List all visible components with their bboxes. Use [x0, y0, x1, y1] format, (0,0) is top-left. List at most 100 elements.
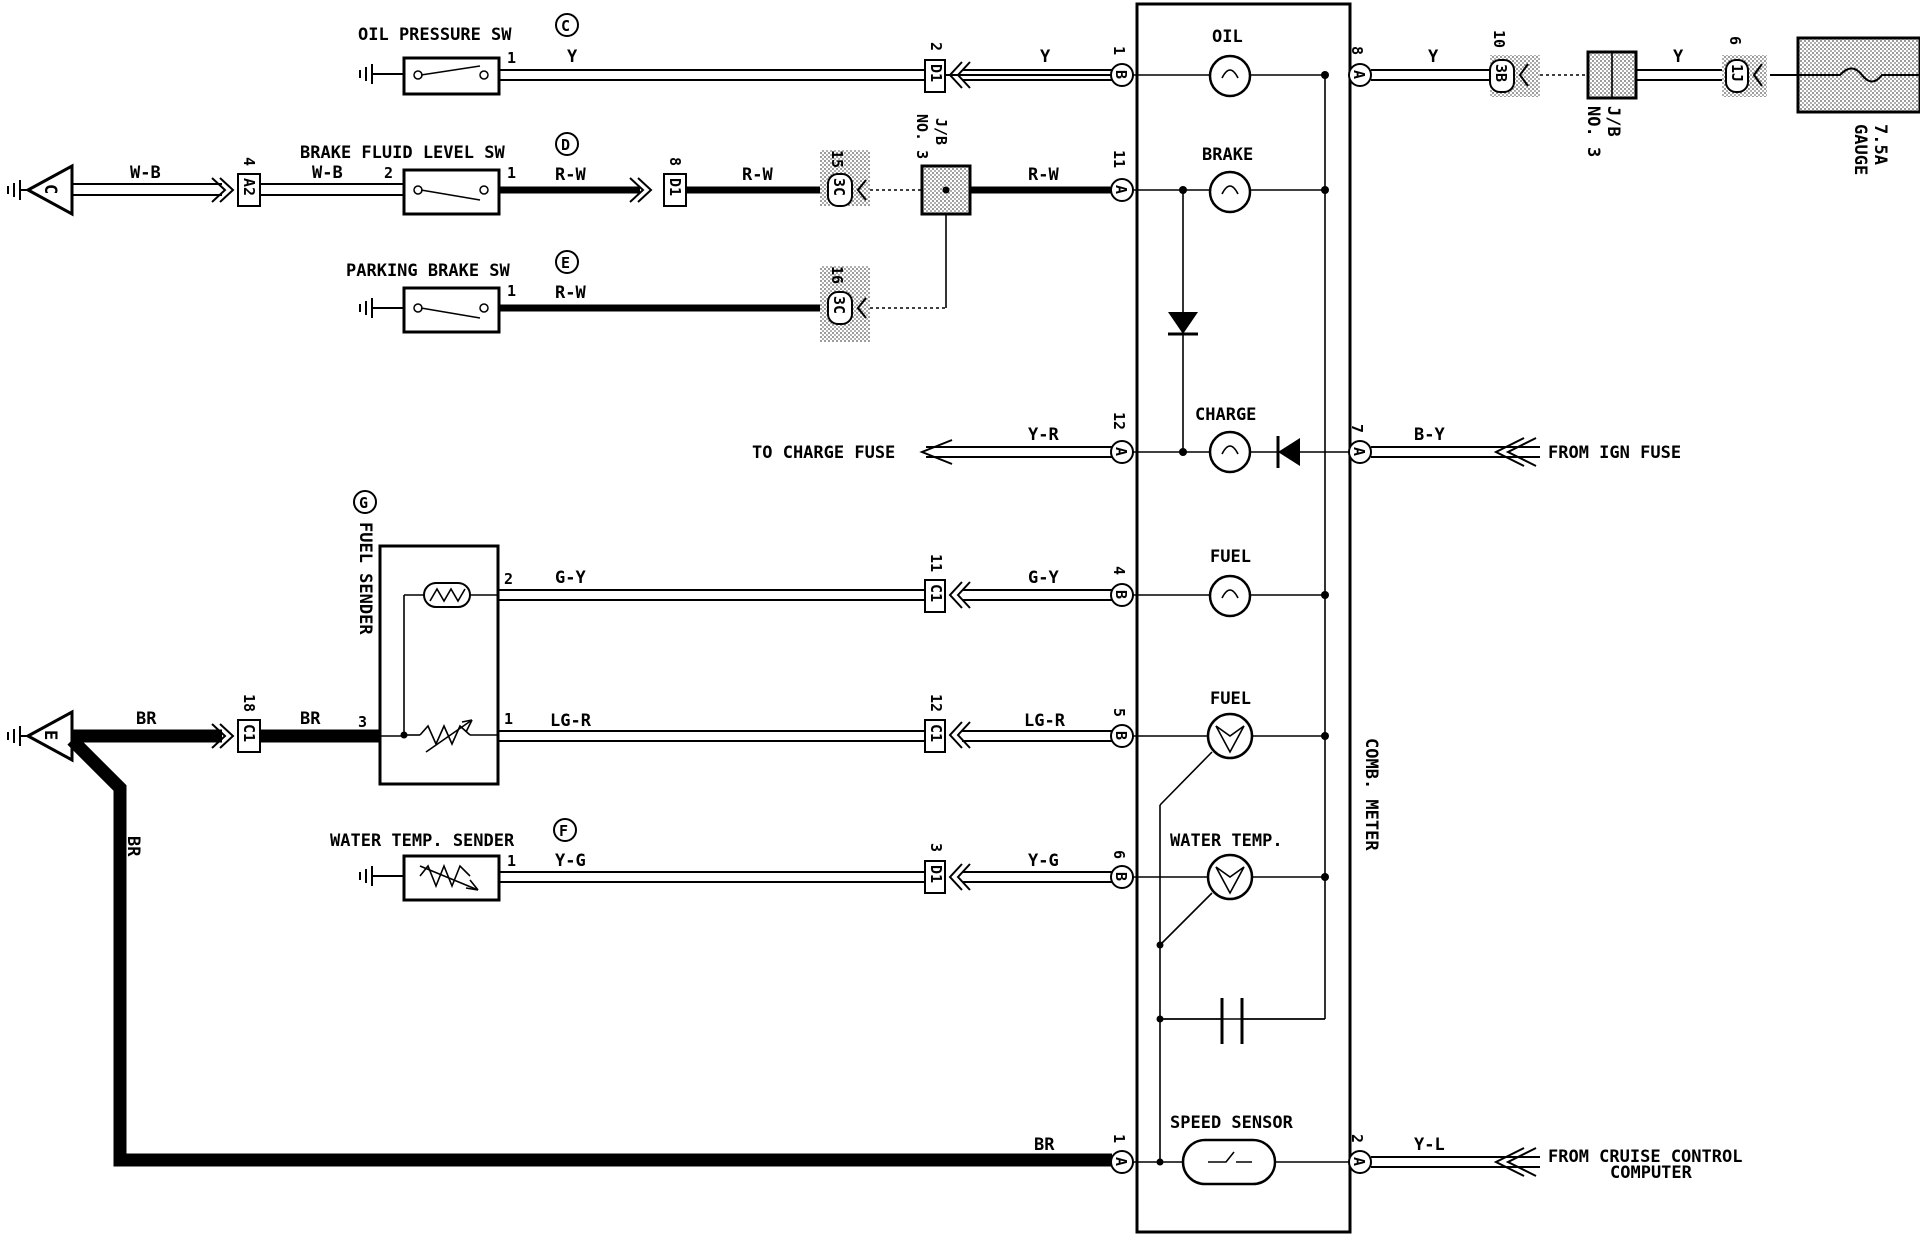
conn-c1-18-id: C1	[240, 724, 258, 742]
brake-lamp-icon	[1208, 170, 1252, 214]
conn-3c-16-id: 3C	[830, 296, 848, 314]
parking-brake-label: PARKING BRAKE SW	[346, 261, 511, 281]
jb-left-label: J/B	[932, 118, 950, 145]
meter-label: COMB. METER	[1361, 738, 1381, 851]
fuel-sender-box	[378, 544, 500, 786]
wire-lgr-1: LG-R	[550, 711, 592, 731]
pin-ign-num: 7	[1348, 424, 1366, 433]
water-temp-sender-code: F	[559, 822, 568, 840]
conn-c1-12-num: 12	[927, 694, 945, 712]
conn-a2-id: A2	[240, 178, 258, 196]
oil-sw-code: C	[561, 17, 570, 35]
wire-rw-4: R-W	[555, 283, 586, 303]
wire-rw-3: R-W	[1028, 165, 1059, 185]
ind-fuel-gauge: FUEL	[1210, 689, 1251, 709]
brake-fluid-label: BRAKE FLUID LEVEL SW	[300, 143, 505, 163]
from-cruise-2: COMPUTER	[1610, 1163, 1693, 1183]
conn-3b-num: 10	[1490, 30, 1508, 48]
wire-br-2: BR	[300, 709, 321, 729]
wire-wb-1: W-B	[130, 163, 161, 183]
conn-d1-water-num: 3	[927, 843, 945, 852]
conn-3c-15-id: 3C	[830, 178, 848, 196]
pin-brake-num: 11	[1110, 150, 1128, 168]
fuse-name: GAUGE	[1850, 124, 1870, 175]
combination-meter: COMB. METER	[1135, 2, 1381, 1234]
pin-ign-conn: A	[1350, 447, 1368, 456]
ind-fuel-warn: FUEL	[1210, 547, 1251, 567]
ind-brake: BRAKE	[1202, 145, 1253, 165]
water-temp-sender-label: WATER TEMP. SENDER	[330, 831, 515, 851]
fuel-resistor-icon	[419, 724, 471, 746]
capacitor	[1156, 998, 1325, 1044]
water-temp-resistor-icon	[419, 863, 471, 889]
to-charge-fuse: TO CHARGE FUSE	[752, 443, 895, 463]
fuel-warning-circuit: G-Y C1 11 G-Y B 4 FUEL	[498, 547, 1329, 618]
pin-fuel-warn-num: 4	[1110, 566, 1128, 575]
fuel-sender-pin-gnd: 3	[358, 713, 367, 731]
speed-sensor-circuit: A 1 SPEED SENSOR A 2 Y-L FROM CRUISE CON…	[1110, 1113, 1742, 1186]
water-temp-sender-pin: 1	[507, 852, 516, 870]
jb-left-no: NO. 3	[913, 114, 931, 159]
conn-d1-oil-num: 2	[927, 42, 945, 51]
pin-charge-num: 12	[1110, 412, 1128, 430]
ground-e-circuit: E BR C1 18 BR BR BR	[7, 694, 1112, 1167]
jb-right-no: NO. 3	[1583, 106, 1603, 157]
pin-cruise-conn: A	[1350, 1157, 1368, 1166]
pin-oil-conn: B	[1112, 70, 1130, 79]
conn-a2-num: 4	[240, 157, 258, 166]
conn-d1-brake-num: 8	[666, 157, 684, 166]
ind-water-temp: WATER TEMP.	[1170, 831, 1283, 851]
wire-gauge-y: Y	[1428, 47, 1439, 67]
wire-by: B-Y	[1414, 425, 1445, 445]
oil-pressure-sw-label: OIL PRESSURE SW	[358, 25, 512, 45]
pin-gauge-num: 8	[1348, 46, 1366, 55]
conn-d1-brake-id: D1	[666, 178, 684, 196]
water-temp-sender-box	[402, 854, 501, 902]
conn-3c-16-num: 16	[828, 266, 846, 284]
conn-d1-oil-id: D1	[927, 64, 945, 82]
fuel-sender-code: G	[359, 494, 368, 512]
fuel-lamp-icon	[1208, 574, 1252, 618]
wire-br-3: BR	[123, 836, 143, 857]
wire-oil-y: Y	[567, 47, 578, 67]
ind-oil: OIL	[1212, 27, 1243, 47]
fuel-sender-label: FUEL SENDER	[355, 522, 375, 635]
conn-c1-12-id: C1	[927, 724, 945, 742]
pin-water-num: 6	[1110, 850, 1128, 859]
ind-charge: CHARGE	[1195, 405, 1256, 425]
wire-rw-2: R-W	[742, 165, 773, 185]
oil-circuit: OIL PRESSURE SW C 1 Y D1 2 Y B 1 OIL	[358, 13, 1329, 98]
gauge-fuse-circuit: A 8 Y 3B 10 J/B NO. 3 Y 1J 6 7.5A GAUGE	[1348, 30, 1920, 175]
parking-brake-pin: 1	[507, 282, 516, 300]
parking-brake-code: E	[561, 254, 570, 272]
wire-oil-y-2: Y	[1040, 47, 1051, 67]
fuel-sender-pin-mid: 1	[504, 710, 513, 728]
conn-3b-id: 3B	[1492, 64, 1510, 82]
ground-e: E	[40, 730, 60, 740]
brake-circuit: C W-B A2 4 W-B 2 BRAKE FLUID LEVEL SW D …	[7, 114, 1329, 452]
pin-gauge-conn: A	[1350, 70, 1368, 79]
wire-lgr-2: LG-R	[1024, 711, 1066, 731]
conn-3c-15-num: 15	[828, 150, 846, 168]
conn-1j-num: 6	[1726, 36, 1744, 45]
conn-1j-id: 1J	[1728, 64, 1746, 82]
brake-fluid-pin-out: 1	[507, 164, 516, 182]
fuse-icon	[1770, 67, 1920, 83]
water-temp-circuit: WATER TEMP. SENDER F 1 Y-G D1 3 Y-G B 6 …	[330, 818, 1329, 949]
wire-yg-2: Y-G	[1028, 851, 1059, 871]
wire-gy-2: G-Y	[1028, 568, 1059, 588]
charge-lamp-icon	[1208, 430, 1252, 474]
pin-charge-conn: A	[1112, 447, 1130, 456]
fuse-rating: 7.5A	[1870, 124, 1890, 165]
pin-fuel-gauge-conn: B	[1112, 731, 1130, 740]
ground-c: C	[40, 184, 60, 194]
speed-sensor-icon	[1181, 1138, 1277, 1186]
ground-c-icon	[24, 163, 74, 217]
fuel-gauge-circuit: LG-R C1 12 LG-R B 5 FUEL	[498, 689, 1329, 945]
conn-d1-water-id: D1	[927, 865, 945, 883]
jb-right-label: J/B	[1603, 106, 1623, 137]
wire-gauge-y-2: Y	[1673, 47, 1684, 67]
pin-brake-conn: A	[1112, 185, 1130, 194]
from-ign-fuse: FROM IGN FUSE	[1548, 443, 1681, 463]
